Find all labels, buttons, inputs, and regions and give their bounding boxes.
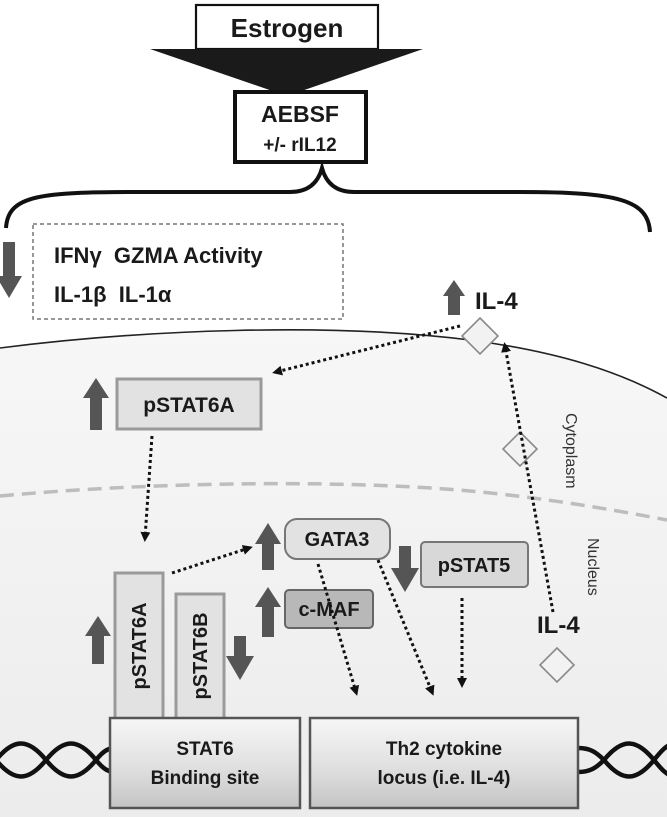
downregulated-panel [32, 223, 344, 320]
nucleus-label: Nucleus [584, 538, 601, 596]
estrogen-box [194, 3, 380, 51]
up-arrow-icon [255, 523, 281, 570]
gata3-label: GATA3 [305, 529, 370, 551]
arrow-gata3-to-locus-1 [316, 563, 360, 696]
nuclear-envelope [0, 481, 667, 522]
estrogen-down-arrow [150, 49, 423, 96]
il4-extracellular-label: IL-4 [475, 288, 518, 315]
estrogen-label: Estrogen [231, 13, 344, 43]
arrow-pstat6a-to-nucleus [140, 435, 154, 542]
cell-body [0, 329, 667, 817]
dna-helix [0, 741, 667, 779]
downregulated-row1: IFNγ GZMA Activity [54, 243, 263, 268]
up-arrow-icon [83, 378, 109, 430]
pstat6a-cyto-box [115, 377, 263, 431]
down-arrow-icon [391, 546, 419, 592]
il4-diamond [538, 646, 576, 684]
down-arrow-icon [0, 242, 22, 298]
aebsf-box [233, 90, 368, 164]
up-arrow-icon [255, 587, 281, 637]
gata3-box [284, 518, 391, 560]
il4-diamond [501, 430, 539, 468]
pstat6a-cyto-label: pSTAT6A [143, 394, 234, 417]
pstat6a-bound-label: pSTAT6A [129, 602, 151, 689]
curly-brace [4, 160, 652, 233]
up-arrow-icon [443, 280, 465, 315]
downregulated-row2: IL-1β IL-1α [54, 282, 172, 307]
aebsf-label: AEBSF [261, 101, 339, 127]
binding-site-line1: STAT6 [176, 739, 233, 760]
stat6-binding-site-box [108, 716, 302, 810]
dotted-arrows [140, 324, 555, 696]
binding-site-line2: Binding site [151, 768, 260, 789]
pstat5-label: pSTAT5 [438, 555, 511, 577]
cell-membrane [0, 329, 667, 399]
ril12-label: +/- rIL12 [263, 135, 336, 156]
il4-nuclear-label: IL-4 [537, 612, 580, 639]
pstat5-box [420, 541, 529, 588]
th2-locus-box [308, 716, 580, 810]
th2-locus-line1: Th2 cytokine [386, 739, 502, 760]
arrow-il4-to-pstat6a [272, 324, 461, 376]
il4-diamond [460, 316, 500, 356]
cmaf-label: c-MAF [298, 599, 359, 621]
pstat6a-bound-box [113, 571, 165, 721]
pstat6b-bound-label: pSTAT6B [190, 612, 212, 699]
up-arrow-icon [85, 616, 111, 664]
cytoplasm-label: Cytoplasm [562, 413, 579, 489]
arrow-pstat6a-to-gata3 [171, 545, 253, 575]
th2-locus-line2: locus (i.e. IL-4) [377, 768, 510, 789]
down-arrow-icon [226, 636, 254, 680]
cmaf-box [284, 589, 374, 629]
